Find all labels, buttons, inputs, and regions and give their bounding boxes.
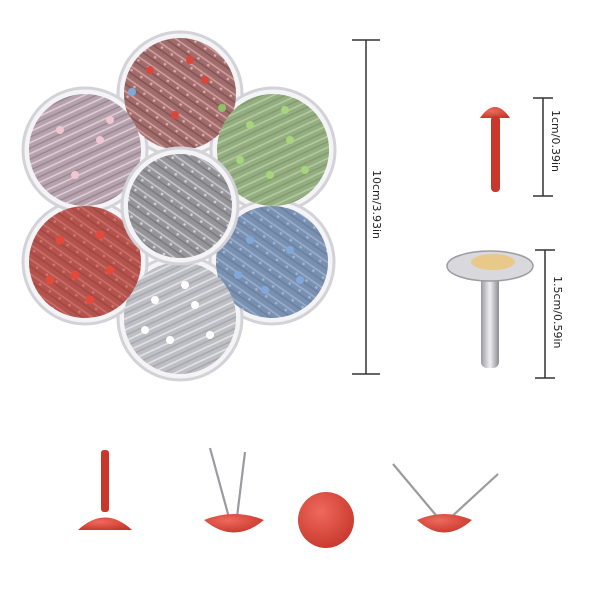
brad-spread-prongs	[392, 463, 499, 533]
brad-open-prongs	[204, 447, 264, 533]
compartment-top	[124, 38, 236, 150]
compartment-red	[29, 206, 141, 318]
brad-top-view	[298, 492, 354, 548]
silver-brad-dimension-label: 1.5cm/0.59in	[551, 276, 564, 349]
box-dimension-label: 10cm/3.93in	[370, 170, 383, 239]
brad-side-view	[78, 450, 132, 530]
compartment-blue	[216, 206, 328, 318]
silver-brad	[446, 250, 534, 368]
box-dimension: 10cm/3.93in	[352, 39, 383, 375]
compartment-green	[217, 94, 329, 206]
red-brad-dimension-label: 1cm/0.39in	[549, 110, 562, 172]
compartment-center	[120, 146, 240, 266]
silver-brad-dimension: 1.5cm/0.59in	[535, 249, 564, 379]
compartment-pink	[29, 94, 141, 206]
compartment-white	[124, 262, 236, 374]
red-brad	[480, 107, 510, 192]
red-brad-dimension: 1cm/0.39in	[533, 97, 562, 197]
storage-box	[21, 30, 337, 382]
